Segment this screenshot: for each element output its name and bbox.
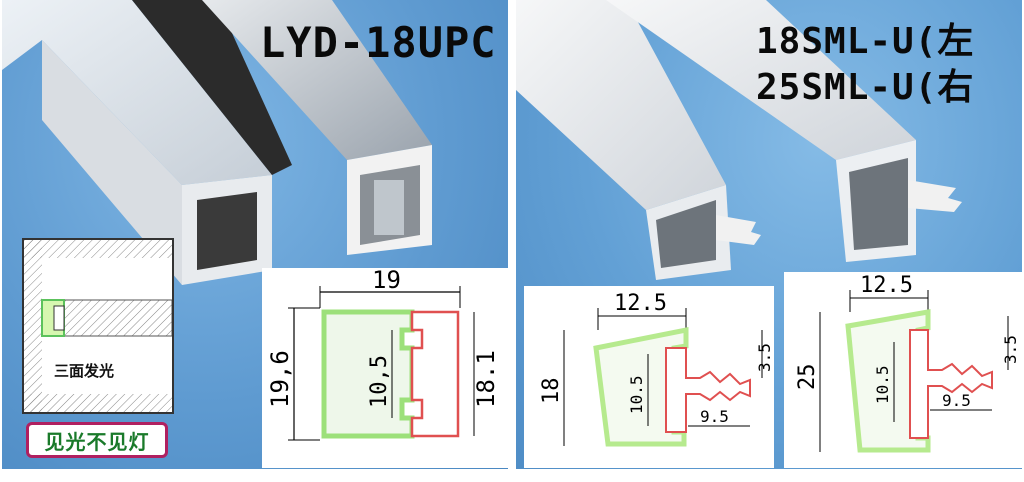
large-dim-top: 3.5 (1001, 335, 1020, 364)
left-product-panel: LYD-18UPC 三面发光 见光不见灯 19 (2, 0, 508, 469)
product-title-line1: 18SML-U(左 (756, 21, 975, 62)
small-dim-top: 3.5 (755, 343, 774, 372)
small-dimension-card: 12.5 18 10.5 9.5 3.5 (524, 286, 774, 468)
feature-badge: 见光不见灯 (26, 422, 168, 458)
right-product-panel: 18SML-U(左 25SML-U(右 12.5 18 10.5 9.5 3.5… (516, 0, 1022, 469)
large-profile-drawing: 12.5 25 10.5 9.5 3.5 (795, 273, 1020, 453)
left-profile-drawing: 19 19,6 10,5 18.1 (266, 266, 500, 441)
large-dimension-card: 12.5 25 10.5 9.5 3.5 (784, 272, 1022, 468)
inset-caption: 三面发光 (52, 360, 117, 381)
large-dim-width: 12.5 (860, 273, 913, 298)
mounting-inset (22, 238, 174, 414)
small-dim-inner: 10.5 (627, 375, 646, 414)
large-dim-inner: 10.5 (873, 365, 892, 404)
dim-width: 19 (372, 268, 401, 294)
led-profile-render-left (2, 0, 432, 285)
led-profile-render-right (516, 0, 962, 280)
large-dim-fin: 9.5 (942, 391, 971, 410)
dim-height-outer: 19,6 (266, 350, 294, 408)
product-title-line2: 25SML-U(右 (756, 67, 975, 108)
small-dim-fin: 9.5 (700, 407, 729, 426)
large-dim-height: 25 (795, 364, 820, 391)
left-dimension-card: 19 19,6 10,5 18.1 (262, 266, 508, 468)
small-dim-width: 12.5 (614, 291, 667, 316)
small-dim-height: 18 (539, 378, 564, 405)
dim-height-inner: 10,5 (367, 355, 392, 408)
mounting-diagram (24, 240, 173, 412)
product-title: LYD-18UPC (260, 18, 497, 67)
small-profile-drawing: 12.5 18 10.5 9.5 3.5 (539, 291, 774, 447)
dim-height-right: 18.1 (472, 350, 500, 408)
